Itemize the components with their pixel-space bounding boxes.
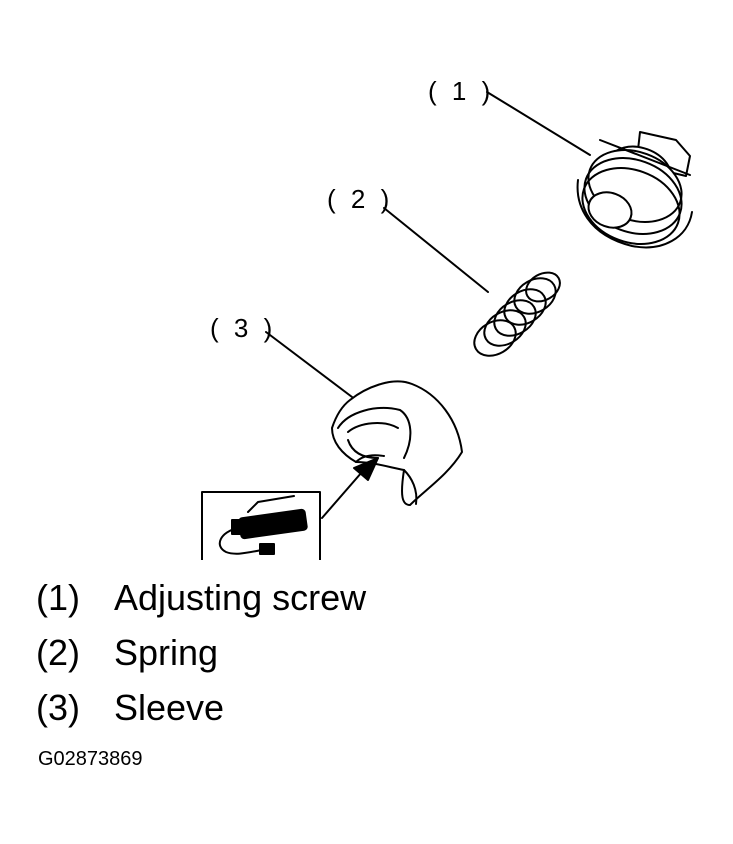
- callout-label-1: ( 1 ): [428, 76, 494, 106]
- legend-text: Spring: [114, 631, 219, 673]
- callout-label-2: ( 2 ): [327, 184, 393, 214]
- legend-number: (3): [36, 686, 80, 728]
- spring: [473, 271, 561, 357]
- callout-label-3: ( 3 ): [210, 313, 276, 343]
- sleeve: [331, 380, 463, 506]
- legend-text: Sleeve: [114, 686, 225, 728]
- leader-line-1: [486, 91, 591, 156]
- legend-item: (1) Adjusting screw: [36, 570, 366, 625]
- adjusting-screw: [576, 131, 693, 249]
- legend-number: (2): [36, 631, 80, 673]
- legend-text: Adjusting screw: [114, 576, 367, 618]
- application-arrow: [321, 457, 379, 519]
- legend-item: (2) Spring: [36, 625, 366, 680]
- leader-line-3: [265, 331, 357, 401]
- legend-item: (3) Sleeve: [36, 680, 366, 735]
- grease-gun-icon: [201, 491, 321, 560]
- exploded-parts-diagram: ( 1 ) ( 2 ) ( 3 ): [201, 76, 693, 560]
- figure-id: G02873869: [38, 748, 143, 770]
- legend-number: (1): [36, 576, 80, 618]
- leader-line-2: [383, 207, 489, 293]
- legend: (1) Adjusting screw (2) Spring (3) Sleev…: [36, 570, 366, 735]
